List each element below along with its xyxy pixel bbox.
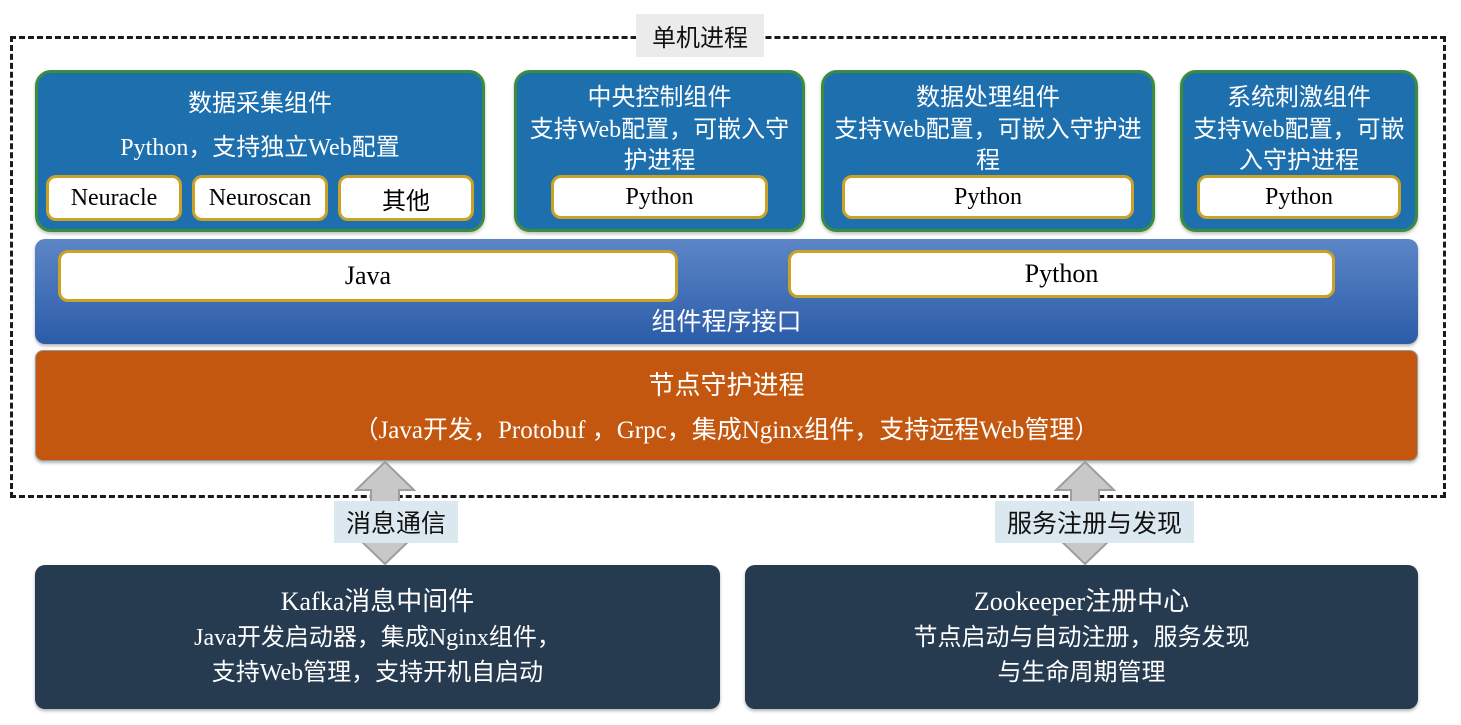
component-subtitle: 支持Web配置，可嵌入守护进程 bbox=[834, 116, 1142, 175]
chip-java-api: Java bbox=[58, 250, 678, 302]
service-line: 支持Web管理，支持开机自启动 bbox=[211, 659, 544, 686]
component-subtitle: Python，支持独立Web配置 bbox=[120, 134, 400, 161]
chip-python: Python bbox=[1197, 175, 1401, 219]
daemon-subtitle: （Java开发，Protobuf ，Grpc，集成Nginx组件，支持远程Web… bbox=[353, 417, 1100, 444]
chip-python: Python bbox=[842, 175, 1134, 219]
service-registry-label: 服务注册与发现 bbox=[995, 501, 1195, 543]
component-system-stimulation: 系统刺激组件 支持Web配置，可嵌入守护进程 Python bbox=[1180, 70, 1418, 232]
service-line: 与生命周期管理 bbox=[997, 659, 1166, 686]
service-title: Kafka消息中间件 bbox=[280, 587, 475, 617]
component-data-processing: 数据处理组件 支持Web配置，可嵌入守护进程 Python bbox=[821, 70, 1155, 232]
chip-python-api: Python bbox=[788, 250, 1335, 298]
kafka-middleware-box: Kafka消息中间件 Java开发启动器，集成Nginx组件， 支持Web管理，… bbox=[35, 565, 720, 709]
component-subtitle: 支持Web配置，可嵌入守护进程 bbox=[1193, 116, 1405, 175]
service-title: Zookeeper注册中心 bbox=[973, 587, 1190, 617]
chip-neuracle: Neuracle bbox=[46, 175, 182, 221]
message-communication-label: 消息通信 bbox=[334, 501, 459, 543]
daemon-title: 节点守护进程 bbox=[648, 371, 805, 400]
service-line: 节点启动与自动注册，服务发现 bbox=[913, 625, 1250, 652]
chip-python: Python bbox=[551, 175, 768, 219]
node-daemon-layer: 节点守护进程 （Java开发，Protobuf ，Grpc，集成Nginx组件，… bbox=[35, 350, 1418, 461]
service-line: Java开发启动器，集成Nginx组件， bbox=[194, 625, 561, 652]
component-title: 中央控制组件 bbox=[587, 85, 732, 111]
component-subtitle: 支持Web配置，可嵌入守护进程 bbox=[529, 116, 790, 175]
driver-chip-row: Neuracle Neuroscan 其他 bbox=[46, 175, 474, 221]
process-group-label: 单机进程 bbox=[636, 14, 764, 57]
chip-other: 其他 bbox=[338, 175, 474, 221]
component-title: 数据处理组件 bbox=[916, 85, 1060, 111]
component-api-layer: Java Python 组件程序接口 bbox=[35, 239, 1418, 344]
component-central-control: 中央控制组件 支持Web配置，可嵌入守护进程 Python bbox=[514, 70, 805, 232]
zookeeper-registry-box: Zookeeper注册中心 节点启动与自动注册，服务发现 与生命周期管理 bbox=[745, 565, 1418, 709]
component-data-acquisition: 数据采集组件 Python，支持独立Web配置 Neuracle Neurosc… bbox=[35, 70, 485, 232]
api-layer-label: 组件程序接口 bbox=[651, 309, 802, 336]
chip-neuroscan: Neuroscan bbox=[192, 175, 328, 221]
component-title: 数据采集组件 bbox=[188, 91, 332, 117]
component-title: 系统刺激组件 bbox=[1227, 85, 1371, 111]
